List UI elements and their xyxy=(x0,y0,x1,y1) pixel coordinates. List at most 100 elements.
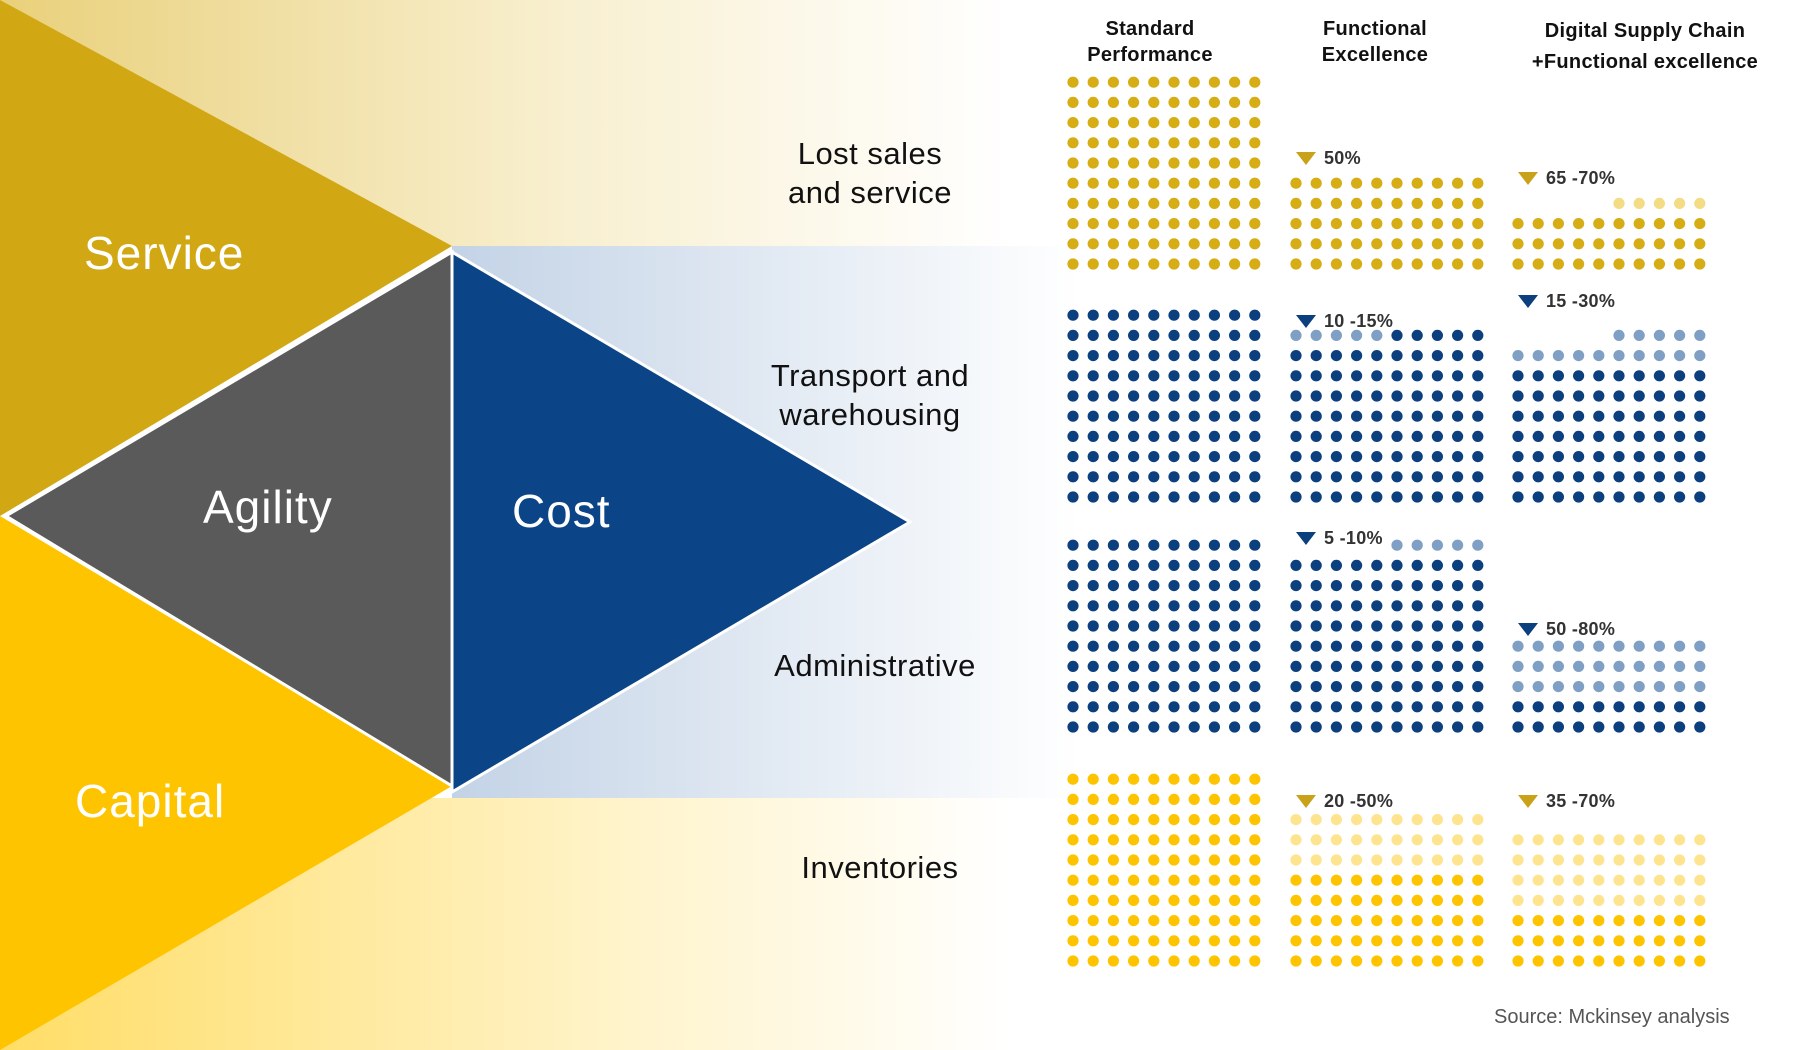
dot-lost_sales-0 xyxy=(1168,258,1180,270)
dot-administrative-0 xyxy=(1148,721,1160,733)
dot-inventories-0 xyxy=(1249,793,1261,806)
reduction-inventories-functional: 20 -50% xyxy=(1296,791,1393,812)
dot-lost_sales-2 xyxy=(1532,218,1544,230)
dot-transport-1 xyxy=(1472,329,1484,341)
dot-transport-0 xyxy=(1229,410,1241,422)
dot-transport-0 xyxy=(1249,451,1261,463)
dot-transport-2 xyxy=(1512,451,1524,463)
dot-transport-1 xyxy=(1391,430,1403,442)
dot-transport-1 xyxy=(1411,451,1423,463)
dot-lost_sales-0 xyxy=(1067,177,1079,189)
dot-inventories-2-light xyxy=(1552,834,1564,846)
dot-transport-0 xyxy=(1208,491,1220,503)
dot-administrative-1 xyxy=(1431,620,1443,632)
dot-transport-1 xyxy=(1371,350,1383,362)
dot-transport-0 xyxy=(1208,350,1220,362)
dot-transport-0 xyxy=(1188,471,1200,483)
dot-lost_sales-0 xyxy=(1128,157,1140,169)
dot-administrative-1 xyxy=(1472,600,1484,612)
dot-transport-0 xyxy=(1128,410,1140,422)
dot-lost_sales-0 xyxy=(1229,137,1241,149)
dot-lost_sales-2 xyxy=(1593,238,1605,250)
dot-administrative-0 xyxy=(1148,620,1160,632)
dot-inventories-2-light xyxy=(1512,874,1524,886)
reduction-value: 5 -10% xyxy=(1324,528,1383,548)
dot-inventories-1 xyxy=(1391,935,1403,947)
dot-inventories-1 xyxy=(1411,874,1423,886)
down-triangle-icon xyxy=(1296,152,1316,165)
dot-transport-1 xyxy=(1371,410,1383,422)
dot-lost_sales-1 xyxy=(1472,258,1484,270)
dot-lost_sales-0 xyxy=(1229,238,1241,250)
dot-transport-2 xyxy=(1593,491,1605,503)
dot-transport-0 xyxy=(1229,329,1241,341)
dot-administrative-1 xyxy=(1290,600,1302,612)
dot-inventories-1-light xyxy=(1310,834,1322,846)
dot-administrative-2 xyxy=(1552,721,1564,733)
dot-administrative-1 xyxy=(1452,681,1464,693)
dot-inventories-0 xyxy=(1148,773,1160,785)
dot-administrative-1 xyxy=(1411,681,1423,693)
dot-transport-0 xyxy=(1067,491,1079,503)
dot-administrative-1 xyxy=(1431,559,1443,572)
dot-lost_sales-1 xyxy=(1411,218,1423,230)
dot-inventories-2-light xyxy=(1674,854,1686,866)
dot-inventories-2-light xyxy=(1552,894,1564,907)
dot-transport-2-light xyxy=(1633,329,1645,341)
dot-administrative-0 xyxy=(1087,721,1099,733)
dot-inventories-1 xyxy=(1411,955,1423,967)
column-header-line: Performance xyxy=(1087,44,1213,66)
dot-inventories-2 xyxy=(1633,955,1645,967)
dot-inventories-0 xyxy=(1168,894,1180,907)
dot-lost_sales-1 xyxy=(1411,258,1423,270)
dot-administrative-1 xyxy=(1330,580,1342,592)
dot-transport-0 xyxy=(1229,370,1241,382)
dot-transport-1 xyxy=(1310,430,1322,442)
dot-transport-1 xyxy=(1452,410,1464,422)
dot-inventories-2-light xyxy=(1593,854,1605,866)
dot-transport-1 xyxy=(1391,491,1403,503)
dot-lost_sales-2 xyxy=(1633,258,1645,270)
dot-transport-2 xyxy=(1674,491,1686,503)
dot-transport-1 xyxy=(1310,390,1322,402)
dot-inventories-1-light xyxy=(1472,854,1484,866)
dot-transport-1 xyxy=(1431,410,1443,422)
dot-administrative-1 xyxy=(1371,721,1383,733)
dot-inventories-0 xyxy=(1067,793,1079,806)
dot-inventories-2-light xyxy=(1674,894,1686,907)
dot-transport-0 xyxy=(1107,451,1119,463)
row-label-administrative: Administrative xyxy=(774,648,976,683)
dot-transport-0 xyxy=(1168,370,1180,382)
dot-transport-2 xyxy=(1653,491,1665,503)
dot-administrative-2-light xyxy=(1573,681,1585,693)
dot-administrative-0 xyxy=(1087,559,1099,572)
dot-administrative-2 xyxy=(1633,721,1645,733)
dot-inventories-1 xyxy=(1351,894,1363,907)
dot-transport-2 xyxy=(1552,451,1564,463)
dot-inventories-0 xyxy=(1188,854,1200,866)
dot-transport-1 xyxy=(1431,451,1443,463)
dot-inventories-2 xyxy=(1532,955,1544,967)
dot-lost_sales-0 xyxy=(1229,197,1241,209)
dot-transport-0 xyxy=(1128,309,1140,321)
dot-transport-0 xyxy=(1229,390,1241,402)
dot-lost_sales-0 xyxy=(1249,76,1261,88)
dot-administrative-2 xyxy=(1512,721,1524,733)
dot-lost_sales-2 xyxy=(1512,218,1524,230)
dot-lost_sales-0 xyxy=(1087,238,1099,250)
dot-inventories-1 xyxy=(1472,915,1484,927)
dot-inventories-0 xyxy=(1168,793,1180,806)
dot-lost_sales-0 xyxy=(1128,137,1140,149)
dot-inventories-1 xyxy=(1330,915,1342,927)
dot-lost_sales-1 xyxy=(1411,197,1423,209)
dot-inventories-2-light xyxy=(1674,834,1686,846)
dot-administrative-0 xyxy=(1208,580,1220,592)
dot-transport-0 xyxy=(1188,329,1200,341)
dot-transport-1 xyxy=(1330,350,1342,362)
dot-inventories-0 xyxy=(1148,955,1160,967)
dot-lost_sales-0 xyxy=(1188,258,1200,270)
dot-administrative-1 xyxy=(1411,620,1423,632)
dot-transport-1 xyxy=(1411,430,1423,442)
dot-transport-0 xyxy=(1087,471,1099,483)
dot-lost_sales-1 xyxy=(1310,218,1322,230)
